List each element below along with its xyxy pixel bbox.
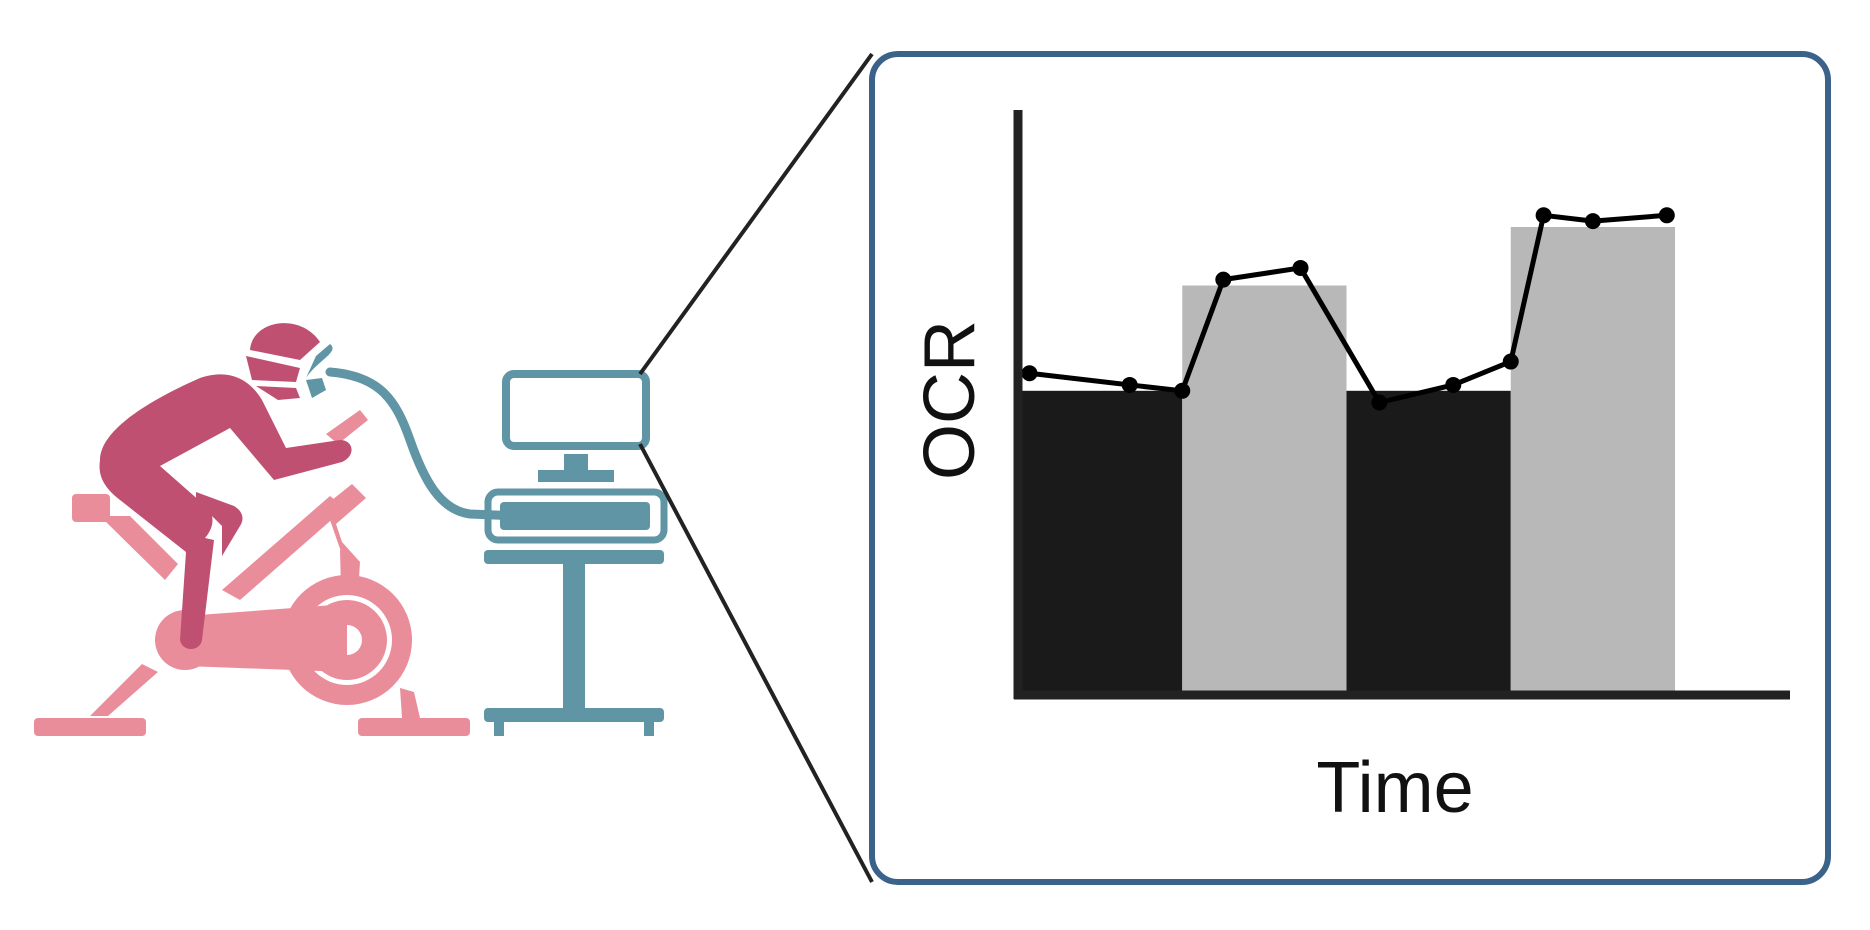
data-point-3: [1174, 382, 1191, 399]
data-point-1: [1021, 365, 1038, 382]
light-bar-4: [1510, 227, 1676, 695]
data-point-5: [1292, 259, 1309, 276]
line-layer: [1021, 207, 1675, 411]
ocr-chart: OCR Time: [910, 110, 1790, 828]
dark-bar-3: [1346, 390, 1511, 695]
data-point-4: [1215, 271, 1232, 288]
cyclist-icon: [99, 323, 352, 649]
data-point-2: [1121, 376, 1138, 393]
data-point-9: [1535, 207, 1552, 224]
metabolic-cart-icon: [306, 344, 668, 736]
data-point-6: [1371, 394, 1388, 411]
y-axis-label: OCR: [910, 320, 990, 480]
data-point-7: [1445, 376, 1462, 393]
data-point-10: [1584, 213, 1601, 230]
dark-bar-1: [1018, 390, 1183, 695]
connector-line-top: [638, 52, 874, 376]
x-axis-label: Time: [1316, 748, 1473, 828]
bars-layer: [1018, 227, 1676, 695]
data-point-11: [1658, 207, 1675, 224]
exercise-bike-icon: [34, 410, 470, 736]
data-point-8: [1502, 353, 1519, 370]
light-bar-2: [1182, 285, 1347, 695]
connector-line-bottom: [638, 443, 874, 883]
